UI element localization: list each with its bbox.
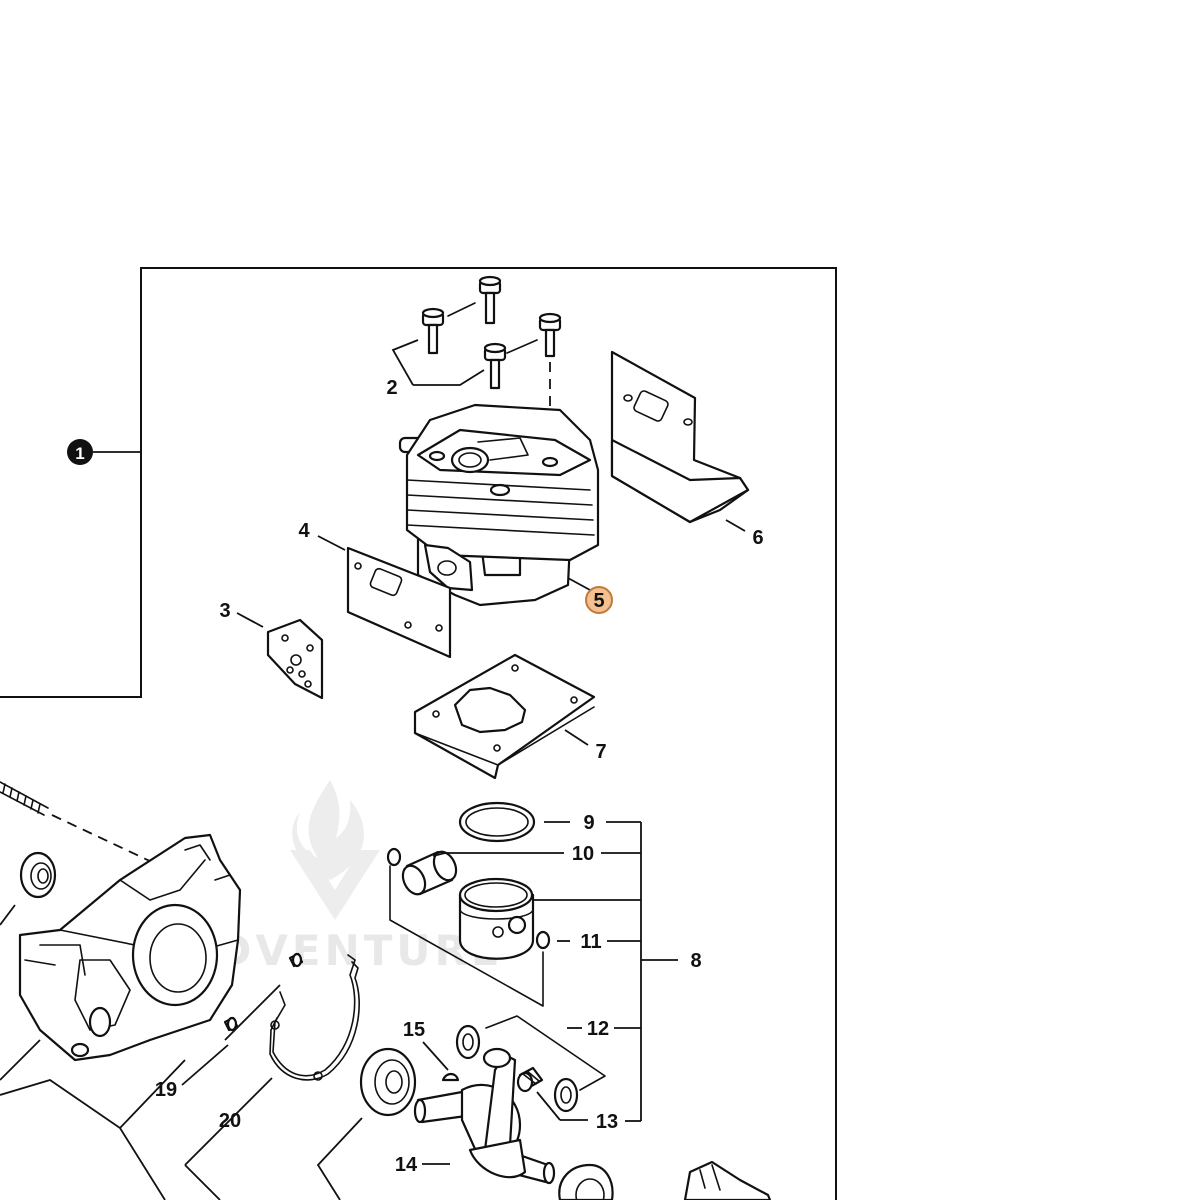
leader-4 <box>317 535 346 551</box>
assembly-frame <box>0 267 837 1200</box>
watermark-v-icon <box>290 850 380 920</box>
gasket <box>346 546 452 659</box>
leader-5 <box>567 577 591 591</box>
leader-7 <box>564 729 589 746</box>
screw <box>421 307 445 355</box>
circlips <box>386 847 551 950</box>
callout-3: 3 <box>219 600 230 622</box>
oil-seal <box>19 851 57 899</box>
callout-20: 20 <box>219 1110 241 1132</box>
leader-6 <box>725 519 746 532</box>
callout-1-marker: 1 <box>67 439 93 465</box>
leaders-crankcase <box>0 984 281 1200</box>
crankcase-gasket <box>269 954 360 1081</box>
leader-bearing <box>316 1117 363 1200</box>
bracket-circlips <box>389 865 544 1007</box>
callout-15: 15 <box>403 1019 425 1041</box>
callout-5: 5 <box>593 590 604 612</box>
callout-4: 4 <box>298 520 310 542</box>
screw <box>478 275 502 325</box>
leader-15 <box>422 1041 449 1071</box>
piston-ring <box>458 801 536 843</box>
ball-bearing <box>558 1163 614 1200</box>
callout-1: 1 <box>75 444 84 463</box>
screw <box>538 312 562 358</box>
woodruff-key <box>441 1072 460 1082</box>
base-gasket <box>413 653 596 780</box>
thrust-washers <box>455 1024 579 1113</box>
leader-3 <box>236 612 264 628</box>
leader-13b <box>536 1091 561 1121</box>
crankshaft <box>413 1047 556 1185</box>
callout-2: 2 <box>386 377 397 399</box>
leader-seal <box>0 904 16 926</box>
cylinder <box>398 403 600 607</box>
callout-11: 11 <box>580 931 601 953</box>
dowel-pins <box>223 952 304 1032</box>
leaders-piston-group <box>432 821 678 1122</box>
piston <box>458 877 535 960</box>
leader-2 <box>391 339 485 386</box>
callout-8: 8 <box>690 950 701 972</box>
needle-bearing <box>516 1066 544 1093</box>
spacer-plate <box>266 618 324 700</box>
callout-12: 12 <box>587 1018 609 1040</box>
heat-shield <box>610 350 750 524</box>
callout-19: 19 <box>155 1079 177 1101</box>
callout-13: 13 <box>596 1111 618 1133</box>
callout-9: 9 <box>583 812 594 834</box>
bracket-12 <box>485 1015 606 1091</box>
callout-5-highlight: 5 <box>585 586 613 614</box>
screw <box>483 342 507 390</box>
callout-10: 10 <box>572 843 594 865</box>
piston-pin <box>401 850 458 896</box>
crankcase <box>18 833 242 1062</box>
callout-6: 6 <box>752 527 763 549</box>
ball-bearing <box>359 1047 417 1117</box>
callout-14: 14 <box>395 1154 418 1176</box>
callout-7: 7 <box>595 741 606 763</box>
partial-part <box>683 1160 772 1200</box>
